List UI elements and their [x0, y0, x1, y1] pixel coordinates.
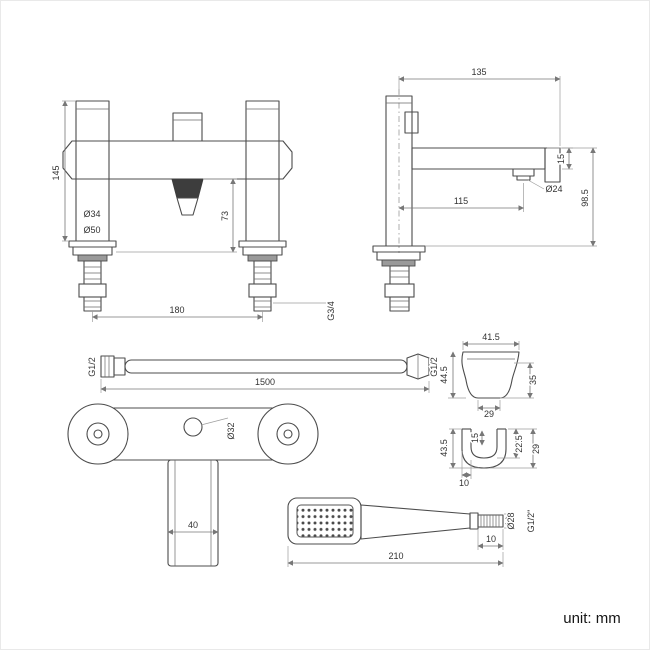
dim-outlet-diameter: Ø24: [545, 184, 562, 194]
spout-side: [411, 147, 546, 170]
left-handle-top: [67, 403, 129, 465]
bracket-side-view: 43.5 15 22.5 29 10: [438, 428, 543, 490]
handset-handle: [360, 504, 471, 540]
dim-thread-length: 10: [486, 534, 496, 544]
side-base: [372, 245, 426, 312]
dim-hose-length: 1500: [255, 377, 275, 387]
dim-clip-depth-outer: 29: [531, 444, 541, 454]
dim-inlet-thread: G3/4: [326, 301, 336, 321]
dim-shank-diameter: Ø34: [83, 209, 100, 219]
diverter-top: [183, 417, 203, 437]
dim-spout-height: 73: [220, 211, 230, 221]
right-base: [238, 240, 287, 312]
handset-outlet: [171, 178, 204, 199]
hose-body: [124, 359, 408, 374]
dim-clip-slot: 15: [470, 433, 480, 443]
top-view: Ø32 40: [67, 403, 319, 567]
front-view: 145 Ø34 Ø50 73 180 G3/4: [50, 100, 338, 322]
dim-hose-thread-right: G1/2: [429, 357, 439, 377]
dim-bracket-height-left: 44.5: [439, 366, 449, 384]
dim-clip-depth-inner: 22.5: [514, 435, 524, 453]
dim-bracket-width-bottom: 29: [484, 409, 494, 419]
side-nut: [384, 283, 415, 298]
handset-collar: [469, 512, 479, 530]
dim-side-width: 135: [471, 67, 486, 77]
spout-top: [167, 459, 219, 567]
bracket-front-view: 41.5 44.5 35 29: [438, 331, 540, 421]
outlet-ring: [512, 168, 535, 177]
handset-thread: [477, 514, 504, 528]
outlet-cone: [176, 197, 199, 216]
dim-bracket-width-top: 41.5: [482, 332, 500, 342]
dim-clip-height: 43.5: [439, 439, 449, 457]
hose-drawing: G1/2 G1/2 1500: [86, 353, 441, 393]
tap-body: [62, 140, 293, 180]
hose-nut: [100, 355, 115, 378]
bracket-side-inner: [470, 429, 498, 459]
unit-label: unit: mm: [563, 610, 621, 627]
dim-base-diameter: Ø50: [83, 225, 100, 235]
dim-handset-thread: G1/2": [526, 510, 536, 533]
dim-spout-reach: 115: [454, 196, 468, 206]
cartridge-detail: [404, 111, 419, 134]
right-pillar: [245, 100, 280, 242]
dim-tap-centres: 180: [169, 305, 184, 315]
right-handle-top: [257, 403, 319, 465]
dim-hose-thread-left: G1/2: [87, 357, 97, 377]
dim-bracket-height-right: 35: [528, 375, 538, 385]
left-base: [68, 240, 117, 312]
handset-view: Ø28 G1/2" 10 210: [287, 497, 538, 567]
spray-face: [296, 504, 354, 538]
dim-side-height: 98.5: [580, 189, 590, 207]
dim-handset-length: 210: [388, 551, 403, 561]
right-nut: [248, 283, 277, 298]
dim-handset-diameter: Ø28: [506, 512, 516, 529]
left-nut: [78, 283, 107, 298]
diverter-knob: [172, 112, 203, 142]
dim-clip-thickness: 10: [459, 478, 469, 488]
left-pillar: [75, 100, 110, 242]
dim-spout-width: 40: [188, 520, 198, 530]
side-view: 135 15 Ø24 115 98.5: [372, 66, 597, 312]
dim-front-height: 145: [51, 165, 61, 180]
bracket-side-outer: [461, 429, 507, 469]
dim-spout-thickness: 15: [556, 154, 566, 164]
dim-body-diameter: Ø32: [226, 422, 236, 439]
